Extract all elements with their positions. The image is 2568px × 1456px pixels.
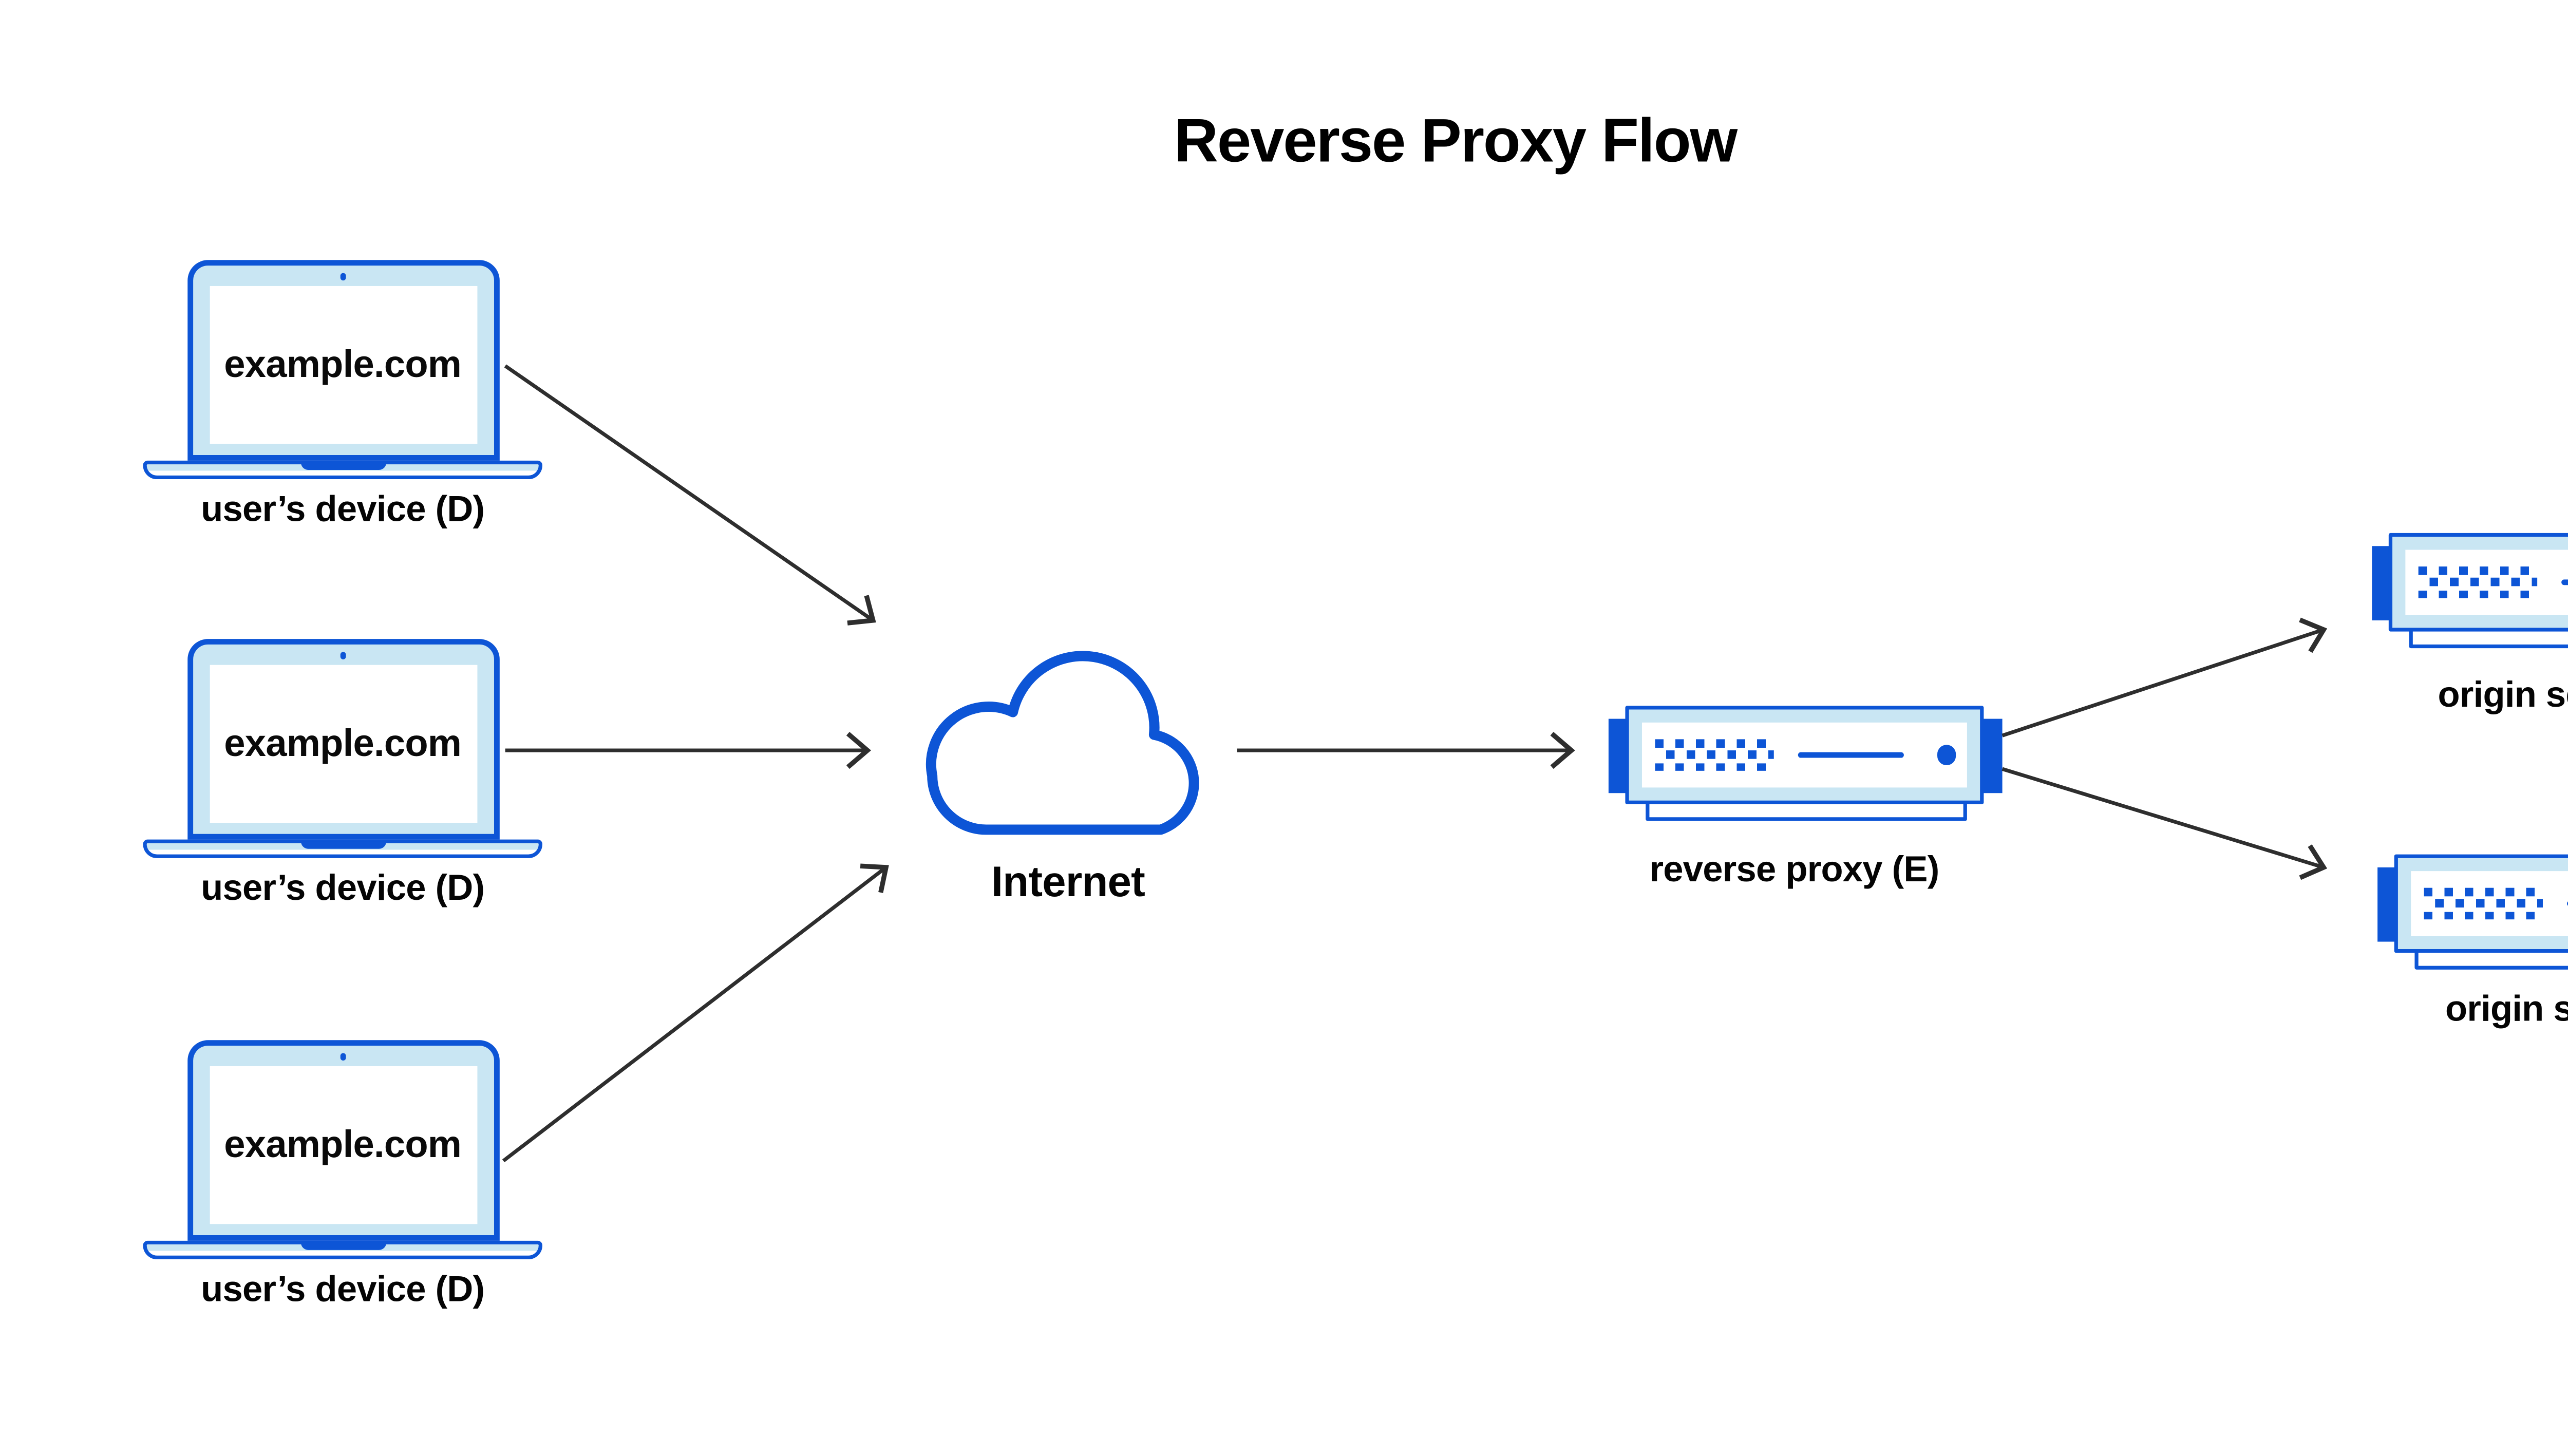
- device-label: user’s device (D): [201, 868, 485, 910]
- server-front-panel: [1641, 722, 1967, 788]
- laptop-screen: example.com: [186, 1040, 499, 1241]
- laptop-screen: example.com: [186, 639, 499, 840]
- server-slot-line-icon: [2561, 579, 2568, 585]
- arrow-proxy-to-origin1: [2001, 617, 2328, 738]
- user-device-2: example.com user’s device (D): [143, 639, 543, 936]
- user-device-3: example.com user’s device (D): [143, 1040, 543, 1337]
- server-front-panel: [2405, 550, 2568, 615]
- screen-url-text: example.com: [224, 1123, 462, 1166]
- origin-server-2: [2377, 854, 2568, 970]
- screen-url-text: example.com: [224, 343, 462, 386]
- webcam-dot-icon: [339, 273, 346, 280]
- server-slot-line-icon: [2567, 901, 2568, 906]
- laptop-notch: [300, 462, 386, 470]
- webcam-dot-icon: [339, 1053, 346, 1060]
- diagram-title: Reverse Proxy Flow: [1174, 106, 1738, 175]
- reverse-proxy-label: reverse proxy (E): [1649, 849, 1940, 891]
- server-slot-line-icon: [1798, 752, 1904, 758]
- device-label: user’s device (D): [201, 1269, 485, 1311]
- laptop-notch: [300, 841, 386, 849]
- server-body: [1625, 706, 1984, 804]
- device-label: user’s device (D): [201, 489, 485, 531]
- origin-server-1-label: origin server (F): [2438, 675, 2568, 716]
- laptop-base: [143, 460, 543, 479]
- reverse-proxy: [1608, 706, 2001, 821]
- server-led-icon: [1936, 745, 1956, 765]
- internet-cloud-icon: [926, 651, 1199, 835]
- screen-url-text: example.com: [224, 722, 462, 765]
- laptop-base: [143, 1240, 543, 1259]
- laptop-display: example.com: [209, 286, 477, 444]
- user-device-1: example.com user’s device (D): [143, 260, 543, 557]
- webcam-dot-icon: [339, 652, 346, 659]
- server-body: [2388, 533, 2568, 632]
- internet-label: Internet: [991, 857, 1145, 906]
- server-vent-dots-icon: [2418, 566, 2538, 599]
- laptop-base: [143, 839, 543, 858]
- laptop-display: example.com: [209, 1066, 477, 1224]
- arrow-device1-to-internet: [504, 364, 876, 626]
- arrow-proxy-to-origin2: [2001, 767, 2328, 880]
- arrow-device3-to-internet: [502, 863, 889, 1163]
- laptop-display: example.com: [209, 665, 477, 823]
- server-vent-dots-icon: [2424, 887, 2543, 920]
- server-body: [2394, 854, 2568, 953]
- laptop-screen: example.com: [186, 260, 499, 461]
- laptop-notch: [300, 1242, 386, 1250]
- origin-server-1: [2372, 533, 2568, 649]
- origin-server-2-label: origin server (F): [2445, 989, 2568, 1030]
- server-front-panel: [2411, 871, 2568, 936]
- server-vent-dots-icon: [1655, 739, 1774, 771]
